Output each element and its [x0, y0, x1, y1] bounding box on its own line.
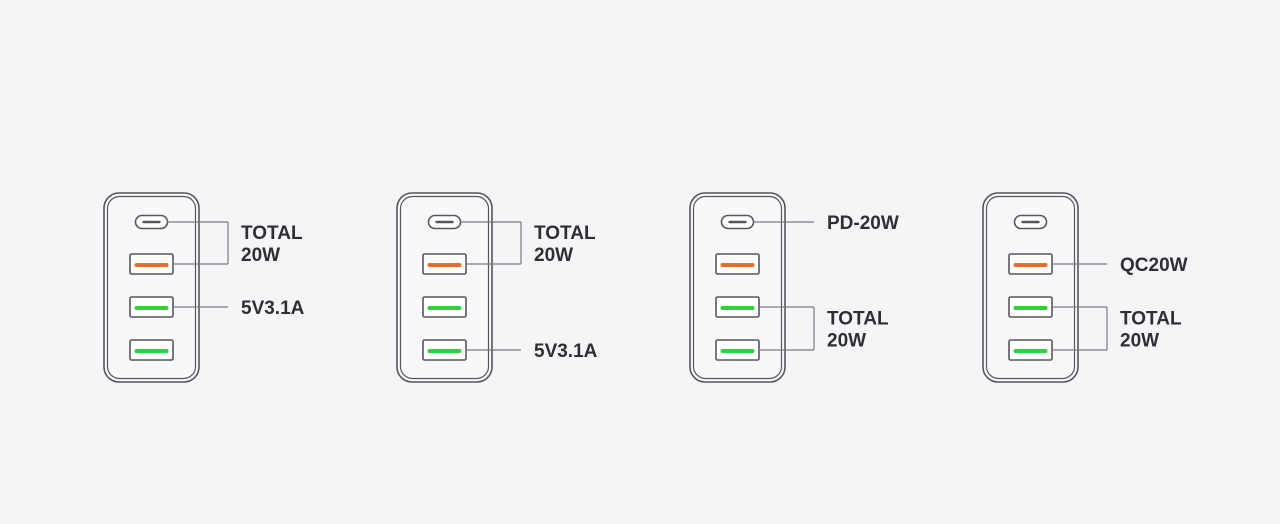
charger-body-inner [692, 195, 783, 380]
callout-label: PD-20W [827, 213, 899, 234]
charger-body-inner [106, 195, 197, 380]
callout-label: QC20W [1120, 255, 1188, 276]
callout-label: TOTAL [241, 223, 303, 244]
charger-body [689, 192, 786, 383]
charger-body-inner [399, 195, 490, 380]
callout-label: 20W [1120, 331, 1159, 352]
callout-label: 20W [827, 331, 866, 352]
callout-label: 20W [241, 245, 280, 266]
callout-label: TOTAL [827, 309, 889, 330]
callout-label: TOTAL [534, 223, 596, 244]
charger-body [103, 192, 200, 383]
callout-label: 5V3.1A [534, 341, 598, 362]
callout-label: 5V3.1A [241, 298, 305, 319]
charger-body-inner [985, 195, 1076, 380]
callout-label: 20W [534, 245, 573, 266]
charger-body [982, 192, 1079, 383]
charger-body [396, 192, 493, 383]
callout-label: TOTAL [1120, 309, 1182, 330]
